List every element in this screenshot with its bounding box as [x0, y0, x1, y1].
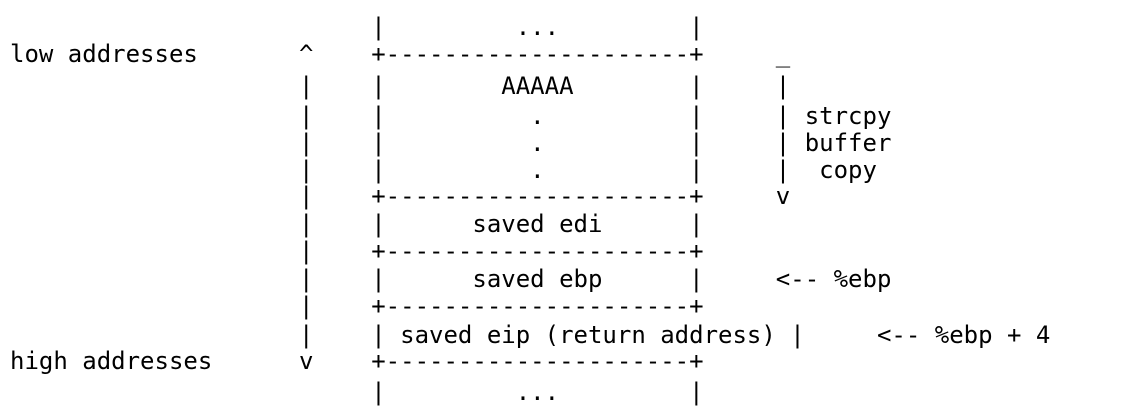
buffer-dot-row-strcpy: | | . | | strcpy — [10, 102, 892, 130]
stack-top-ellipsis-row: | ... | — [10, 13, 704, 41]
buffer-dot-row-buffer: | | . | | buffer — [10, 129, 892, 157]
stack-bottom-ellipsis-row: | ... | — [10, 378, 704, 406]
buffer-bottom-border-row: | +---------------------+ v — [10, 182, 791, 210]
low-addresses-row: low addresses ^ +---------------------+ … — [10, 40, 791, 68]
saved-edi-bottom-border-row: | +---------------------+ — [10, 237, 704, 265]
saved-ebp-row: | | saved ebp | <-- %ebp — [10, 265, 892, 293]
buffer-dot-row-copy: | | . | | copy — [10, 156, 877, 184]
saved-eip-row: | | saved eip (return address) | <-- %eb… — [10, 321, 1051, 349]
saved-edi-row: | | saved edi | — [10, 210, 704, 238]
buffer-aaaaa-row: | | AAAAA | | — [10, 72, 791, 100]
high-addresses-row: high addresses v +---------------------+ — [10, 347, 704, 375]
saved-ebp-bottom-border-row: | +---------------------+ — [10, 292, 704, 320]
